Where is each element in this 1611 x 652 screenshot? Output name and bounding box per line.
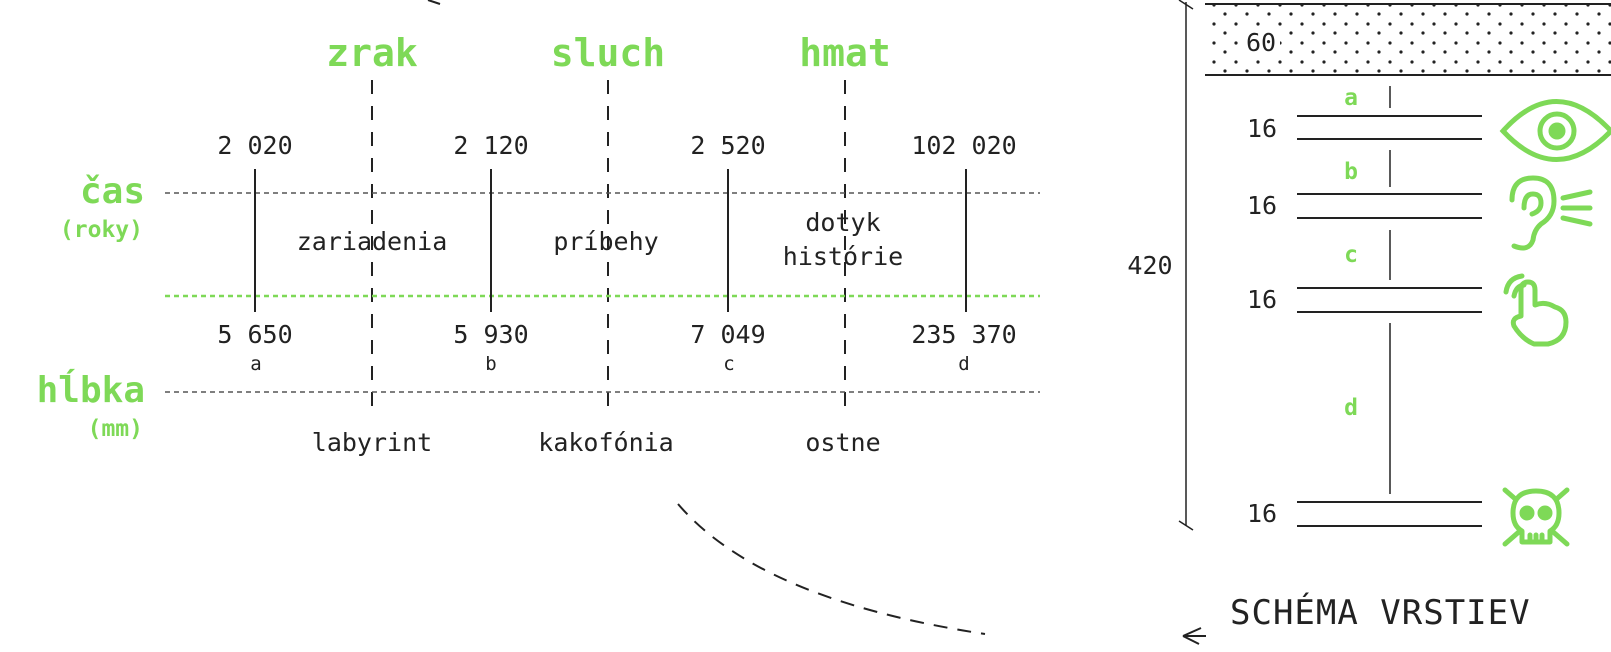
period-label-devices: zariadenia bbox=[297, 227, 448, 256]
depth-value-a: 5 650 bbox=[217, 320, 292, 349]
axis-label-time: čas bbox=[80, 171, 145, 212]
ear-icon bbox=[1509, 175, 1593, 251]
marker-letter-d: d bbox=[958, 353, 969, 375]
axis-unit-time: (roky) bbox=[60, 217, 143, 243]
time-value-c: 2 520 bbox=[690, 131, 765, 160]
layer-1-thickness: 16 bbox=[1247, 114, 1277, 143]
dimension-tick-top bbox=[1178, 0, 1194, 10]
connector-arrowhead bbox=[1182, 627, 1206, 645]
axis-label-depth: hĺbka bbox=[37, 369, 145, 411]
sense-label-touch: hmat bbox=[799, 31, 891, 75]
depth-value-c: 7 049 bbox=[690, 320, 765, 349]
layer-schema: 420 60 16 16 16 16 a b c d bbox=[1127, 0, 1611, 633]
connector-arrow bbox=[677, 503, 986, 635]
total-height-label: 420 bbox=[1127, 251, 1172, 280]
time-value-d: 102 020 bbox=[911, 131, 1016, 160]
period-label-touch-line1: dotyk bbox=[805, 208, 880, 237]
timeline-diagram: zrak sluch hmat čas (roky) hĺbka (mm) 2 … bbox=[37, 0, 1206, 645]
sense-label-hearing: sluch bbox=[551, 31, 665, 75]
hand-touch-icon bbox=[1503, 273, 1569, 347]
layer-2-thickness: 16 bbox=[1247, 191, 1277, 220]
obstacle-label-cacophony: kakofónia bbox=[538, 428, 673, 457]
depth-value-b: 5 930 bbox=[453, 320, 528, 349]
axis-unit-depth: (mm) bbox=[88, 416, 143, 442]
schema-title: SCHÉMA VRSTIEV bbox=[1230, 592, 1531, 633]
depth-value-d: 235 370 bbox=[911, 320, 1016, 349]
gap-label-a: a bbox=[1344, 85, 1358, 111]
marker-letter-c: c bbox=[723, 353, 734, 375]
period-label-touch-line2: histórie bbox=[783, 242, 903, 271]
dimension-tick-bottom bbox=[1178, 520, 1194, 531]
sense-label-sight: zrak bbox=[326, 31, 418, 75]
layer-4-thickness: 16 bbox=[1247, 499, 1277, 528]
top-layer-label-bg bbox=[1240, 28, 1280, 56]
gap-label-d: d bbox=[1344, 395, 1358, 421]
obstacle-label-labyrinth: labyrint bbox=[312, 428, 432, 457]
period-label-stories: príbehy bbox=[553, 227, 658, 256]
obstacle-label-spikes: ostne bbox=[805, 428, 880, 457]
marker-letter-a: a bbox=[250, 353, 261, 375]
layer-3-thickness: 16 bbox=[1247, 285, 1277, 314]
skull-crossbones-icon bbox=[1502, 487, 1570, 547]
eye-icon bbox=[1499, 99, 1611, 162]
top-layer-thickness: 60 bbox=[1246, 28, 1276, 57]
arrow-stub-top bbox=[427, 0, 441, 5]
gap-label-c: c bbox=[1344, 242, 1358, 268]
marker-letter-b: b bbox=[485, 353, 496, 375]
time-value-a: 2 020 bbox=[217, 131, 292, 160]
time-value-b: 2 120 bbox=[453, 131, 528, 160]
gap-label-b: b bbox=[1344, 159, 1358, 185]
